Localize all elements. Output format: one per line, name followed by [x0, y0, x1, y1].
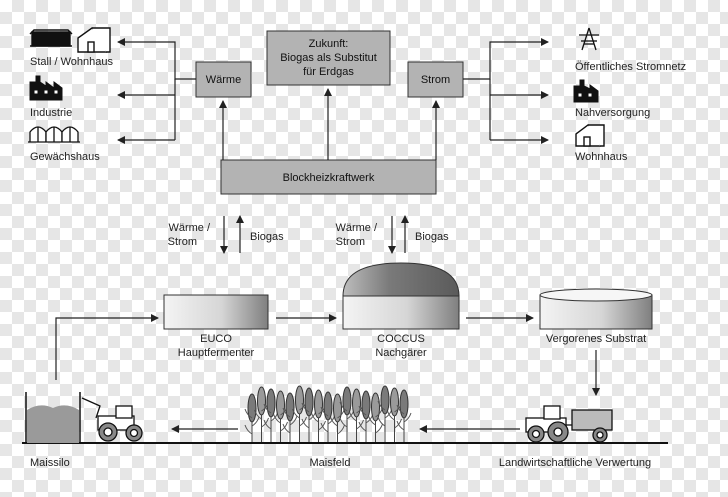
- corn-cob: [276, 390, 285, 420]
- corn-leaf: [339, 417, 348, 428]
- corn-leaf: [320, 406, 329, 417]
- maisfeld-icon: [244, 385, 412, 442]
- corn-leaf: [320, 422, 329, 433]
- corn-leaf: [292, 408, 300, 419]
- coccus-label-2: Nachgärer: [375, 347, 427, 359]
- corn-cob: [352, 388, 361, 418]
- maissilo-label: Maissilo: [30, 457, 70, 469]
- coccus-tank: [342, 262, 460, 330]
- gewaechshaus-label: Gewächshaus: [30, 151, 100, 163]
- waerme-box: Wärme: [195, 61, 252, 98]
- euco-label-2: Hauptfermenter: [178, 347, 255, 359]
- corn-leaf: [349, 411, 357, 422]
- waerme-distribution-lines: [117, 38, 196, 144]
- waerme-box-label: Wärme: [206, 74, 241, 86]
- zukunft-box: Zukunft: Biogas als Substitut für Erdgas: [266, 30, 391, 86]
- strommast-icon: [579, 27, 599, 51]
- corn-cob: [314, 389, 323, 419]
- corn-leaf: [282, 407, 291, 418]
- corn-leaf: [244, 424, 253, 435]
- nahversorgung-icon: [573, 79, 599, 103]
- corn-leaf: [368, 415, 376, 426]
- corn-cob: [399, 389, 409, 419]
- corn-cob: [380, 385, 390, 415]
- bhkw-box-label: Blockheizkraftwerk: [283, 172, 375, 184]
- zukunft-line-1: Zukunft:: [309, 38, 349, 50]
- gewaechshaus-icon: [28, 126, 80, 143]
- exchange-arrows-left: [220, 215, 244, 254]
- exchange-arrows-mid: [388, 215, 409, 254]
- left-waerme-strom-line-2: Strom: [168, 236, 197, 248]
- euco-tank: [163, 294, 269, 330]
- corn-leaf: [396, 404, 405, 415]
- strom-distribution-lines: [463, 38, 549, 144]
- nahversorgung-label: Nahversorgung: [575, 107, 650, 119]
- corn-leaf: [273, 413, 281, 424]
- corn-cob: [257, 386, 266, 416]
- corn-cob: [371, 392, 380, 422]
- stromnetz-label: Öffentliches Stromnetz: [575, 61, 686, 73]
- zukunft-line-3: für Erdgas: [303, 66, 354, 78]
- left-waerme-strom-line-1: Wärme /: [168, 222, 211, 234]
- wohnhaus-left-icon: [77, 27, 111, 53]
- corn-cob: [295, 385, 304, 415]
- corn-leaf: [263, 403, 272, 414]
- corn-leaf: [330, 416, 338, 427]
- corn-leaf: [311, 412, 319, 423]
- corn-leaf: [301, 418, 310, 429]
- euco-label-1: EUCO: [200, 333, 232, 345]
- verwertung-label: Landwirtschaftliche Verwertung: [499, 457, 651, 469]
- corn-leaf: [339, 401, 348, 412]
- corn-leaf: [377, 416, 386, 427]
- corn-cob: [323, 391, 333, 421]
- stall-icon: [29, 29, 73, 47]
- substrat-label: Vergorenes Substrat: [546, 333, 646, 345]
- corn-cob: [342, 386, 352, 416]
- wohnhaus-right-label: Wohnhaus: [575, 151, 628, 163]
- maisfeld-label: Maisfeld: [310, 457, 351, 469]
- corn-cob: [266, 388, 276, 418]
- industrie-label: Industrie: [30, 107, 72, 119]
- up-arrows: [219, 88, 440, 160]
- substrat-tank: [539, 288, 653, 330]
- verwertung-tractor-icon: [525, 405, 613, 443]
- mid-biogas-label: Biogas: [415, 231, 449, 243]
- corn-leaf: [282, 423, 291, 434]
- corn-leaf: [358, 405, 367, 416]
- corn-leaf: [263, 419, 272, 430]
- process-arrows: [55, 314, 600, 433]
- wohnhaus-right-icon: [575, 124, 605, 147]
- strom-box-label: Strom: [421, 74, 450, 86]
- zukunft-line-2: Biogas als Substitut: [280, 52, 377, 64]
- corn-leaf: [387, 410, 395, 421]
- silo-tractor-icon: [81, 397, 143, 442]
- corn-leaf: [254, 409, 262, 420]
- corn-cob: [333, 393, 342, 423]
- industrie-icon: [29, 75, 63, 101]
- coccus-label-1: COCCUS: [377, 333, 425, 345]
- left-biogas-label: Biogas: [250, 231, 284, 243]
- corn-leaf: [289, 415, 298, 426]
- corn-leaf: [251, 416, 260, 427]
- mid-waerme-strom-line-2: Strom: [336, 236, 365, 248]
- stall-label: Stall / Wohnhaus: [30, 56, 113, 68]
- corn-leaf: [358, 421, 367, 432]
- strom-box: Strom: [407, 61, 464, 98]
- corn-leaf: [396, 420, 405, 431]
- corn-cob: [285, 392, 295, 422]
- bhkw-box: Blockheizkraftwerk: [220, 159, 437, 195]
- corn-leaf: [337, 424, 345, 435]
- mid-waerme-strom-line-1: Wärme /: [335, 222, 378, 234]
- corn-cob: [390, 387, 399, 417]
- maissilo-icon: [25, 392, 81, 443]
- corn-cob: [361, 390, 371, 420]
- corn-leaf: [244, 408, 253, 419]
- corn-leaf: [301, 402, 310, 413]
- corn-leaf: [403, 412, 412, 423]
- corn-cob: [304, 387, 314, 417]
- corn-cob: [247, 393, 257, 423]
- corn-leaf: [375, 423, 383, 434]
- corn-leaf: [377, 400, 386, 411]
